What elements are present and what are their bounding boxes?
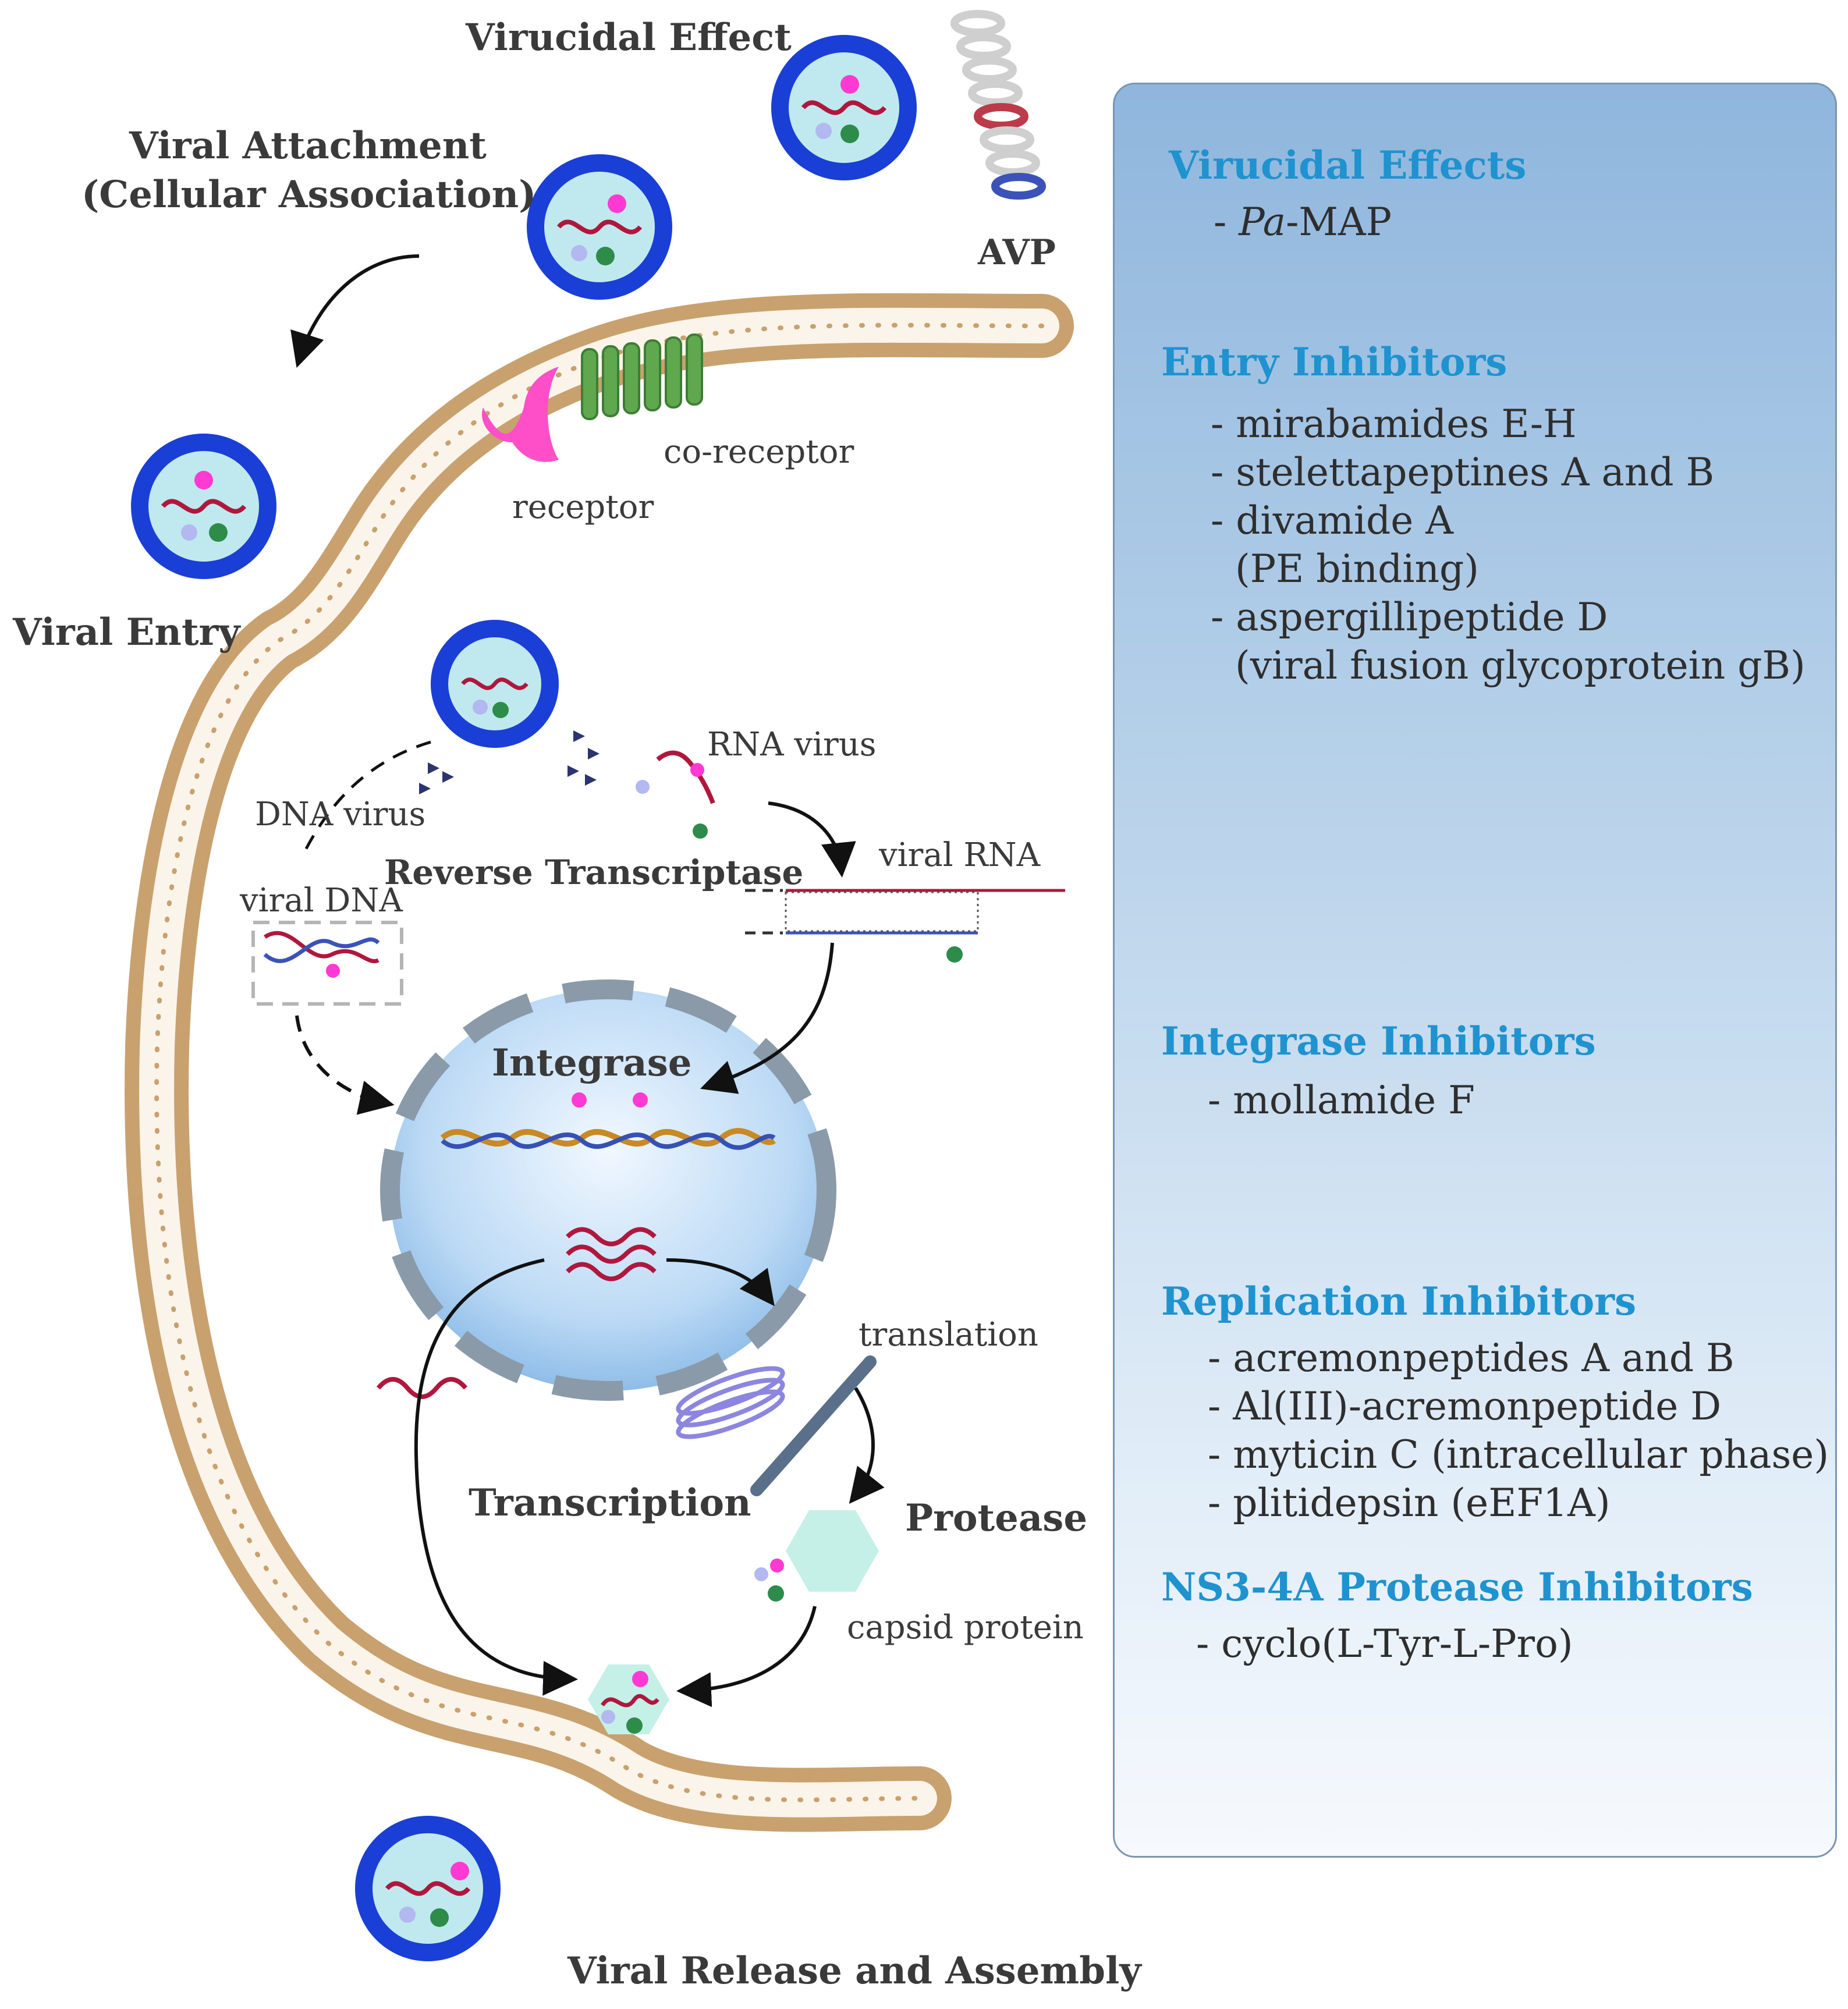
receptor-protein xyxy=(482,367,559,462)
arrows xyxy=(290,254,885,1708)
item-pe-binding: (PE binding) xyxy=(1211,546,1480,591)
item-stelettapeptines: - stelettapeptines A and B xyxy=(1211,450,1715,495)
label-reverse-transcriptase: Reverse Transcriptase xyxy=(384,853,804,892)
rna-virus-strand xyxy=(656,750,715,804)
label-viral-entry: Viral Entry xyxy=(13,610,240,654)
label-viral-rna: viral RNA xyxy=(879,836,1041,874)
label-viral-dna: viral DNA xyxy=(240,882,403,920)
item-cyclo: - cyclo(L-Tyr-L-Pro) xyxy=(1196,1621,1573,1666)
label-receptor: receptor xyxy=(512,488,654,526)
item-divamide: - divamide A xyxy=(1211,498,1453,543)
assembling-capsid xyxy=(588,1664,669,1734)
hybrid-dot-green xyxy=(946,946,963,963)
heading-replication-inhibitors: Replication Inhibitors xyxy=(1161,1279,1637,1324)
label-transcription: Transcription xyxy=(469,1481,751,1525)
heading-entry-inhibitors: Entry Inhibitors xyxy=(1161,339,1508,385)
virus-endosome xyxy=(431,620,559,748)
co-receptor-protein xyxy=(581,333,703,420)
item-myticin: - myticin C (intracellular phase) xyxy=(1208,1432,1829,1477)
label-cellular-association: (Cellular Association) xyxy=(81,173,537,216)
translation-strand xyxy=(750,1355,877,1496)
item-plitidepsin: - plitidepsin (eEF1A) xyxy=(1208,1481,1611,1525)
viral-dna-box xyxy=(251,921,403,1006)
label-co-receptor: co-receptor xyxy=(664,433,854,471)
heading-ns3-4a-protease-inhibitors: NS3-4A Protease Inhibitors xyxy=(1161,1564,1753,1610)
virus-virucidal xyxy=(771,35,917,180)
virus-released xyxy=(355,1816,501,1961)
label-rna-virus: RNA virus xyxy=(707,726,877,764)
label-viral-attachment: Viral Attachment xyxy=(129,124,487,168)
protein-dot-pink xyxy=(770,1559,784,1573)
rna-virus-dot-pink xyxy=(690,763,704,777)
dna-virus-dashed-path xyxy=(301,740,431,857)
protein-dot-green xyxy=(768,1585,784,1602)
heading-integrase-inhibitors: Integrase Inhibitors xyxy=(1161,1018,1596,1064)
virus-attachment xyxy=(527,154,672,300)
item-acremonpeptides: - acremonpeptides A and B xyxy=(1208,1336,1735,1380)
label-virucidal-effect: Virucidal Effect xyxy=(466,16,792,59)
protein-dot-lilac xyxy=(754,1567,768,1581)
label-translation: translation xyxy=(859,1316,1038,1354)
avp-helix xyxy=(950,10,1046,200)
label-avp: AVP xyxy=(978,232,1056,273)
item-al-acremonpeptide: - Al(III)-acremonpeptide D xyxy=(1208,1384,1722,1429)
label-dna-virus: DNA virus xyxy=(255,796,426,833)
label-capsid-protein: capsid protein xyxy=(847,1609,1084,1646)
label-integrase: Integrase xyxy=(492,1041,692,1085)
label-viral-release: Viral Release and Assembly xyxy=(567,1949,1141,1993)
item-aspergillipeptide: - aspergillipeptide D xyxy=(1211,595,1608,640)
viral-rna-hybrid xyxy=(745,889,1065,935)
inhibitor-panel xyxy=(1113,83,1837,1858)
item-viral-fusion: (viral fusion glycoprotein gB) xyxy=(1211,643,1806,688)
rna-virus-dot-green xyxy=(693,824,708,839)
heading-virucidal-effects: Virucidal Effects xyxy=(1169,143,1527,188)
item-mirabamides: - mirabamides E-H xyxy=(1211,402,1577,446)
label-protease: Protease xyxy=(905,1496,1088,1540)
item-pa-map: - Pa-MAP xyxy=(1214,200,1392,244)
item-mollamide: - mollamide F xyxy=(1208,1078,1475,1123)
capsid-protein-hexagon xyxy=(786,1510,879,1592)
rna-strand-released xyxy=(376,1377,468,1399)
nucleotides xyxy=(419,730,600,794)
ribosome xyxy=(676,1366,785,1439)
rna-virus-dot-lilac xyxy=(636,780,650,794)
virus-entry xyxy=(131,434,276,579)
